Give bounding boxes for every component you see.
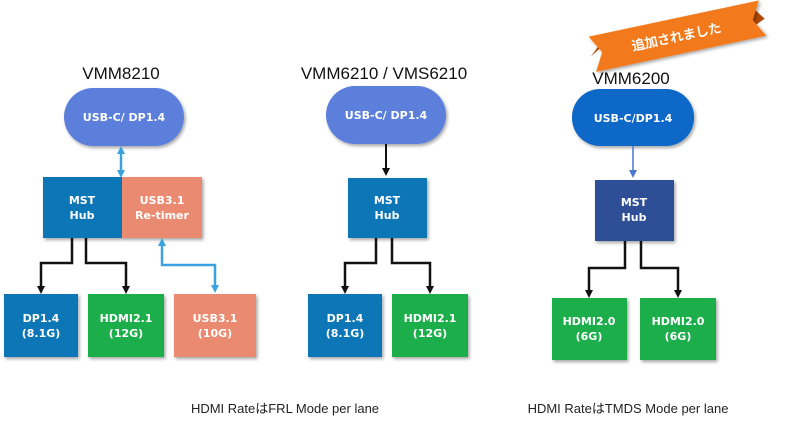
output-box-hdmi [392,294,468,357]
output-label: (12G) [109,327,143,340]
input-pill [326,86,446,144]
mst-hub-label: Hub [70,209,95,222]
connector-arrow [37,238,74,294]
input-label: USB-C/ DP1.4 [345,109,428,122]
diagram-title: VMM6210 / VMS6210 [301,64,467,83]
output-label: (12G) [413,327,447,340]
diagram-vmm8210: VMM8210 USB-C/ DP1.4 MST Hub USB3.1 Re-t… [4,64,256,357]
output-box-hdmi [88,294,164,357]
input-pill [64,88,184,146]
output-label: DP1.4 [23,312,60,325]
connector-arrow [390,238,434,294]
mst-hub-label: MST [621,196,648,209]
usb-link-arrow [158,238,219,293]
footnote-tmds: HDMI RateはTMDS Mode per lane [528,401,729,416]
output-box-hdmi [640,298,716,360]
output-label: DP1.4 [327,312,364,325]
output-label: HDMI2.0 [652,315,705,328]
retimer-label: USB3.1 [140,194,185,207]
mst-hub-box [595,180,674,241]
input-label: USB-C/ DP1.4 [83,111,166,124]
mst-hub-label: Hub [622,211,647,224]
connector-arrow [341,238,378,294]
output-label: HDMI2.1 [404,312,457,325]
input-label: USB-C/DP1.4 [594,112,673,125]
mst-hub-label: MST [374,194,401,207]
output-box-dp [4,294,78,357]
output-box-usb [174,294,256,357]
output-label: (10G) [198,327,232,340]
input-pill [572,89,694,146]
output-box-dp [308,294,382,357]
footnote-frl: HDMI RateはFRL Mode per lane [191,401,379,416]
output-label: HDMI2.1 [100,312,153,325]
connector-arrow [84,238,130,294]
mst-hub-label: Hub [375,209,400,222]
mst-hub-label: MST [69,194,96,207]
retimer-label: Re-timer [135,209,189,222]
diagram-vmm6210: VMM6210 / VMS6210 USB-C/ DP1.4 MST Hub D… [301,64,468,357]
output-label: (8.1G) [326,327,365,340]
diagram-vmm6200: VMM6200 USB-C/DP1.4 MST Hub HDMI2.0 (6G)… [552,69,716,360]
added-banner: 追加されました [588,0,767,72]
output-box-hdmi [552,298,627,360]
mst-hub-box [43,177,122,238]
retimer-box [122,177,202,238]
output-label: (6G) [665,330,692,343]
output-label: (8.1G) [22,327,61,340]
output-label: (6G) [576,330,603,343]
output-label: HDMI2.0 [563,315,616,328]
connector-arrow [639,241,682,298]
diagram-title: VMM8210 [82,64,159,83]
output-label: USB3.1 [193,312,238,325]
connector-arrow [585,241,627,298]
diagram-title: VMM6200 [592,69,669,88]
mst-hub-box [348,178,427,238]
